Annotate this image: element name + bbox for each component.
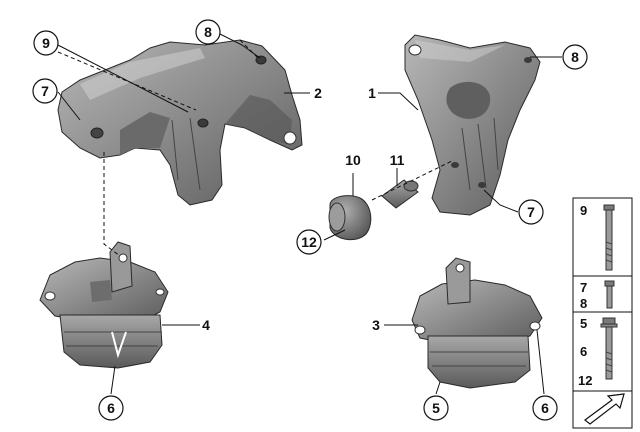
callout-11: 11 <box>390 152 405 168</box>
callout-label: 3 <box>372 317 380 333</box>
callout-10: 10 <box>345 152 361 168</box>
callout-1: 1 <box>368 85 376 101</box>
engine-mount-part-3 <box>411 257 543 389</box>
callout-label: 4 <box>202 317 210 333</box>
callout-6-left: 6 <box>98 395 124 421</box>
callout-label: 12 <box>301 234 317 250</box>
engine-mount-part-4 <box>39 241 169 369</box>
callout-label: 1 <box>368 85 376 101</box>
callout-9-top: 9 <box>33 30 59 56</box>
legend-label: 12 <box>578 373 592 388</box>
legend-label: 5 <box>580 316 587 331</box>
flange-bolt-icon <box>600 317 618 380</box>
callout-label: 2 <box>314 85 322 101</box>
spacer-sleeve-part-11 <box>381 179 419 209</box>
legend-label: 8 <box>580 296 587 311</box>
callout-7-right: 7 <box>518 199 544 225</box>
callout-label: 7 <box>41 83 49 99</box>
callout-label: 11 <box>390 152 405 168</box>
callout-label: 10 <box>345 152 361 168</box>
callout-label: 5 <box>432 400 440 416</box>
callout-5: 5 <box>423 395 449 421</box>
long-bolt-icon <box>603 204 615 271</box>
callout-label: 6 <box>541 400 549 416</box>
callout-4: 4 <box>202 317 210 333</box>
engine-support-bracket-part-2 <box>57 39 303 206</box>
legend-label: 9 <box>580 203 587 218</box>
callout-12: 12 <box>296 229 322 255</box>
callout-label: 9 <box>42 35 50 51</box>
fastener-legend-panel: 9 7 8 5 6 12 <box>572 197 633 429</box>
gearbox-support-bracket-part-1 <box>404 34 541 216</box>
callout-3: 3 <box>372 317 380 333</box>
legend-label: 6 <box>580 344 587 359</box>
callout-label: 8 <box>571 49 579 65</box>
callout-7-left: 7 <box>32 78 58 104</box>
direction-arrow-icon <box>584 393 625 425</box>
leader-lines <box>55 32 562 395</box>
callout-label: 6 <box>107 400 115 416</box>
callout-8-right: 8 <box>562 44 588 70</box>
short-bolt-icon <box>604 280 615 309</box>
callout-label: 8 <box>204 24 212 40</box>
rubber-buffer-part-10 <box>328 195 372 241</box>
callout-6-right: 6 <box>532 395 558 421</box>
callout-label: 7 <box>527 204 535 220</box>
legend-label: 7 <box>580 280 587 295</box>
callout-2: 2 <box>314 85 322 101</box>
callout-8-top: 8 <box>195 19 221 45</box>
